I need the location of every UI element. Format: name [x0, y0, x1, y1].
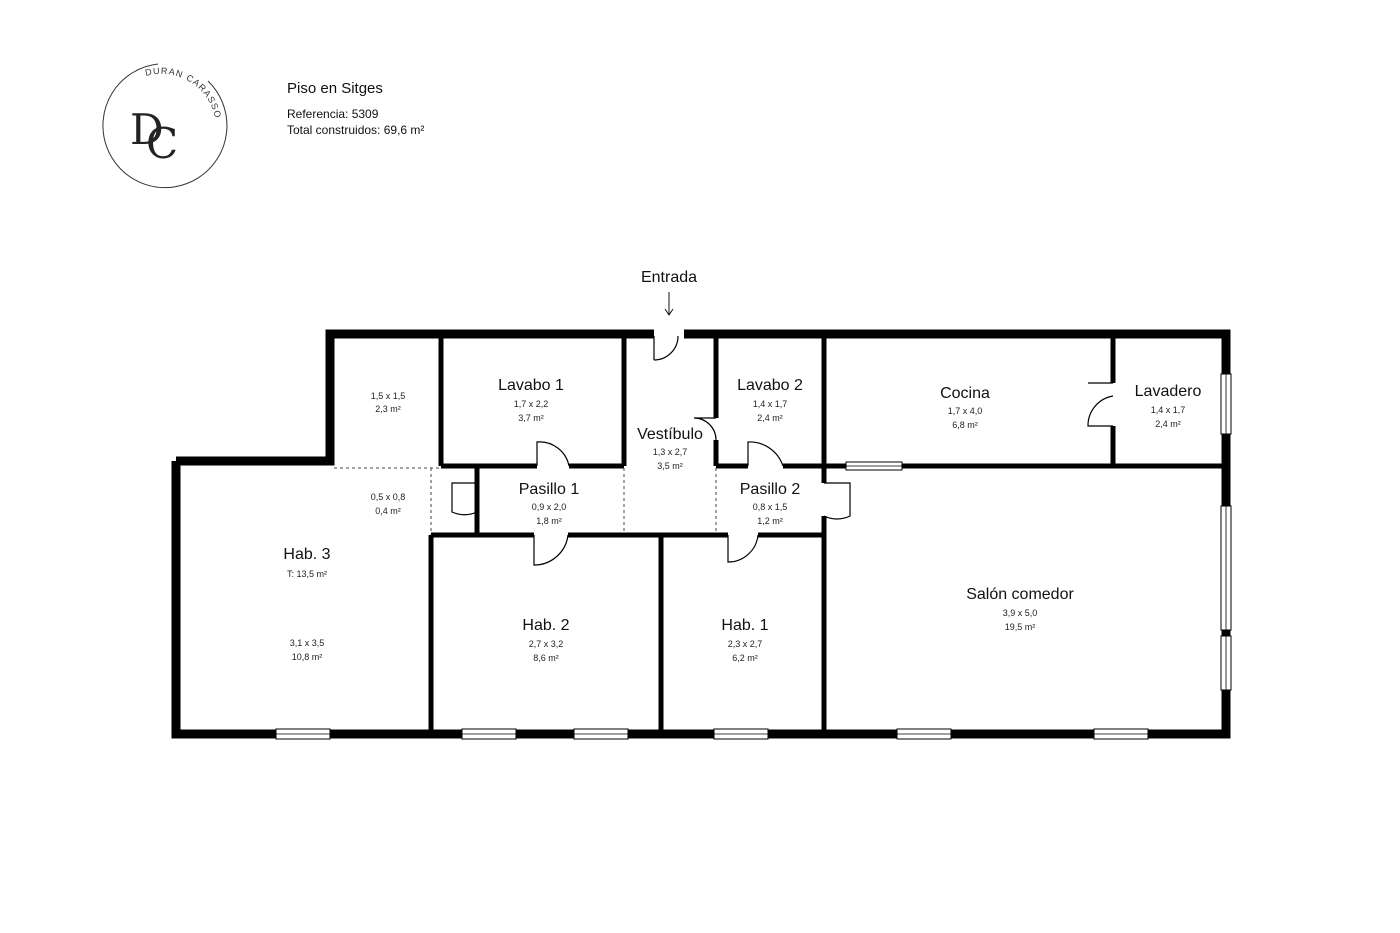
pasillo1-door: [451, 482, 478, 516]
exterior-walls: [171, 329, 1231, 739]
room-dims: 1,5 x 1,5: [371, 391, 406, 401]
lavadero-door: [1087, 382, 1114, 427]
room-dims: 1,3 x 2,7: [653, 447, 688, 457]
logo-monogram-c: C: [146, 119, 178, 168]
pasillo2-door: [823, 482, 851, 520]
entrance-door: [653, 335, 679, 361]
room-dims: 0,5 x 0,8: [371, 492, 406, 502]
room-pasillo2: Pasillo 2 0,8 x 1,5 1,2 m²: [740, 481, 801, 526]
room-area: 2,4 m²: [1155, 419, 1181, 429]
room-name: Hab. 3: [283, 546, 330, 563]
room-dims: 2,7 x 3,2: [529, 639, 564, 649]
listing-header: Piso en Sitges Referencia: 5309 Total co…: [287, 80, 424, 138]
room-area: 3,5 m²: [657, 461, 683, 471]
room-area: 1,2 m²: [757, 516, 783, 526]
room-area: 0,4 m²: [375, 506, 401, 516]
room-lavabo2: Lavabo 2 1,4 x 1,7 2,4 m²: [737, 377, 803, 423]
doors: [451, 335, 1114, 566]
room-area: 10,8 m²: [292, 652, 323, 662]
interior-walls: [428, 336, 1222, 731]
room-area: 8,6 m²: [533, 653, 559, 663]
logo-monogram-d: D: [130, 105, 164, 154]
room-storage: 1,5 x 1,5 2,3 m²: [371, 391, 406, 414]
room-alcove: 0,5 x 0,8 0,4 m²: [371, 492, 406, 516]
room-name: Vestíbulo: [637, 426, 703, 443]
room-area: 6,2 m²: [732, 653, 758, 663]
lavabo2-door: [747, 441, 784, 467]
open-boundaries: [334, 467, 717, 535]
room-pasillo1: Pasillo 1 0,9 x 2,0 1,8 m²: [519, 481, 580, 526]
total-area: Total construidos: 69,6 m²: [287, 123, 425, 137]
room-area: 3,7 m²: [518, 413, 544, 423]
room-name: Lavadero: [1135, 383, 1202, 400]
room-dims: 0,8 x 1,5: [753, 502, 788, 512]
room-hab1: Hab. 1 2,3 x 2,7 6,2 m²: [721, 617, 768, 663]
room-area: 19,5 m²: [1005, 622, 1036, 632]
brand-logo: D C DURAN CARASSO: [102, 63, 228, 189]
room-dims: 3,9 x 5,0: [1003, 608, 1038, 618]
room-name: Lavabo 1: [498, 377, 564, 394]
room-name: Hab. 2: [522, 617, 569, 634]
room-dims: 0,9 x 2,0: [532, 502, 567, 512]
windows: [275, 373, 1232, 740]
lavabo1-door: [536, 441, 570, 467]
room-name: Pasillo 1: [519, 481, 580, 498]
vestibulo-side-door: [693, 417, 717, 441]
room-dims: 2,3 x 2,7: [728, 639, 763, 649]
room-dims: 1,4 x 1,7: [753, 399, 788, 409]
room-name: Lavabo 2: [737, 377, 803, 394]
room-dims: 1,7 x 2,2: [514, 399, 549, 409]
room-area: 6,8 m²: [952, 420, 978, 430]
reference-number: Referencia: 5309: [287, 107, 379, 121]
hab1-door: [727, 534, 759, 563]
listing-title: Piso en Sitges: [287, 80, 383, 97]
entrance-label: Entrada: [641, 269, 697, 286]
room-lavadero: Lavadero 1,4 x 1,7 2,4 m²: [1135, 383, 1202, 429]
room-area: 2,3 m²: [375, 404, 401, 414]
room-total: T: 13,5 m²: [287, 569, 327, 579]
room-area: 2,4 m²: [757, 413, 783, 423]
room-lavabo1: Lavabo 1 1,7 x 2,2 3,7 m²: [498, 377, 564, 423]
room-name: Cocina: [940, 385, 990, 402]
room-dims: 1,7 x 4,0: [948, 406, 983, 416]
room-salon-comedor: Salón comedor 3,9 x 5,0 19,5 m²: [966, 586, 1074, 632]
room-area: 1,8 m²: [536, 516, 562, 526]
room-name: Hab. 1: [721, 617, 768, 634]
entrance-arrow-icon: [664, 292, 674, 316]
room-dims: 1,4 x 1,7: [1151, 405, 1186, 415]
room-dims: 3,1 x 3,5: [290, 638, 325, 648]
room-hab2: Hab. 2 2,7 x 3,2 8,6 m²: [522, 617, 569, 663]
room-name: Pasillo 2: [740, 481, 801, 498]
room-name: Salón comedor: [966, 586, 1074, 603]
hab2-door: [533, 534, 569, 566]
room-hab3: Hab. 3 T: 13,5 m² 3,1 x 3,5 10,8 m²: [283, 546, 330, 662]
room-cocina: Cocina 1,7 x 4,0 6,8 m²: [940, 385, 990, 430]
room-vestibulo: Vestíbulo 1,3 x 2,7 3,5 m²: [637, 426, 703, 471]
